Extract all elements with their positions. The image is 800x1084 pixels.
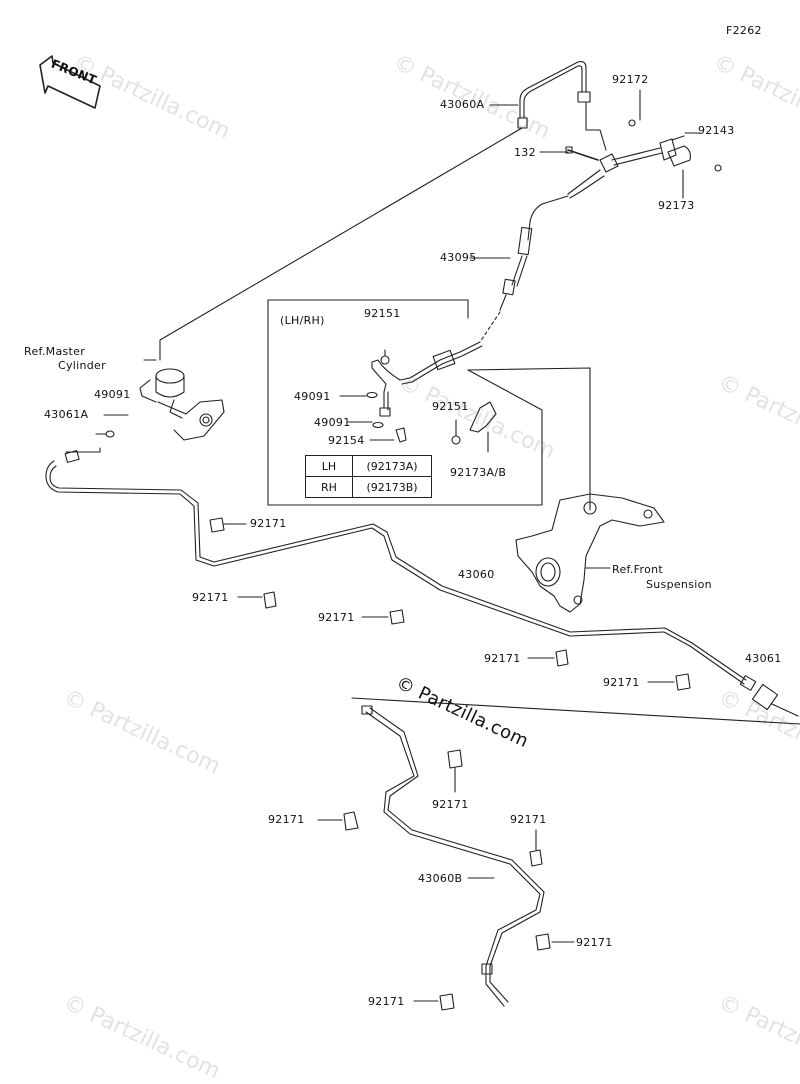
- part-label-92154: 92154: [328, 434, 365, 447]
- part-label-92151-top: 92151: [364, 307, 401, 320]
- clip-icon: [447, 749, 463, 769]
- part-label-43061a: 43061A: [44, 408, 89, 421]
- part-label-49091-b: 49091: [314, 416, 351, 429]
- part-label-43060: 43060: [458, 568, 495, 581]
- clip-icon: [209, 517, 225, 533]
- ref-front-line2: Suspension: [646, 578, 712, 591]
- table-row: RH (92173B): [305, 476, 432, 498]
- part-label-92171-d: 92171: [484, 652, 521, 665]
- part-label-92171-b: 92171: [192, 591, 229, 604]
- part-label-92172: 92172: [612, 73, 649, 86]
- table-cell-side: RH: [305, 476, 353, 498]
- clip-icon: [675, 673, 691, 691]
- part-label-92171-g: 92171: [268, 813, 305, 826]
- part-label-92171-j: 92171: [368, 995, 405, 1008]
- table-cell-side: LH: [305, 455, 353, 477]
- part-label-92171-h: 92171: [510, 813, 547, 826]
- part-label-43061: 43061: [745, 652, 782, 665]
- table-cell-part: (92173A): [352, 455, 432, 477]
- clip-icon: [439, 993, 455, 1011]
- front-arrow-icon: [39, 55, 101, 109]
- part-label-49091-a: 49091: [294, 390, 331, 403]
- part-label-92143: 92143: [698, 124, 735, 137]
- clip-icon: [535, 933, 551, 951]
- clip-icon: [343, 811, 359, 831]
- front-suspension-knuckle: [515, 493, 665, 613]
- part-label-43060a: 43060A: [440, 98, 485, 111]
- part-label-92173: 92173: [658, 199, 695, 212]
- part-label-92171-e: 92171: [603, 676, 640, 689]
- diagram-lines: [39, 55, 800, 1011]
- table-row: LH (92173A): [305, 455, 432, 477]
- ref-master-line1: Ref.Master: [24, 345, 86, 358]
- clip-icon: [529, 849, 543, 867]
- ref-front-line1: Ref.Front: [612, 563, 664, 576]
- part-label-92173ab: 92173A/B: [450, 466, 507, 479]
- table-cell-part: (92173B): [352, 476, 432, 498]
- part-label-92171-i: 92171: [576, 936, 613, 949]
- parts-diagram: © Partzilla.com © Partzilla.com © Partzi…: [24, 24, 800, 1084]
- ref-master-line2: Cylinder: [58, 359, 106, 372]
- side-table: LH (92173A) RH (92173B): [305, 455, 432, 498]
- clip-icon: [263, 591, 277, 609]
- part-label-92151-right: 92151: [432, 400, 469, 413]
- part-label-92171-f: 92171: [432, 798, 469, 811]
- part-label-92171-c: 92171: [318, 611, 355, 624]
- subassembly-title: (LH/RH): [280, 314, 325, 327]
- part-label-132: 132: [514, 146, 536, 159]
- part-label-49091-left: 49091: [94, 388, 131, 401]
- master-cylinder: [139, 359, 225, 441]
- part-label-92171-a: 92171: [250, 517, 287, 530]
- clip-icon: [555, 649, 569, 667]
- figure-code: F2262: [726, 24, 762, 37]
- part-label-43060b: 43060B: [418, 872, 463, 885]
- part-label-43095: 43095: [440, 251, 477, 264]
- clip-icon: [389, 609, 405, 625]
